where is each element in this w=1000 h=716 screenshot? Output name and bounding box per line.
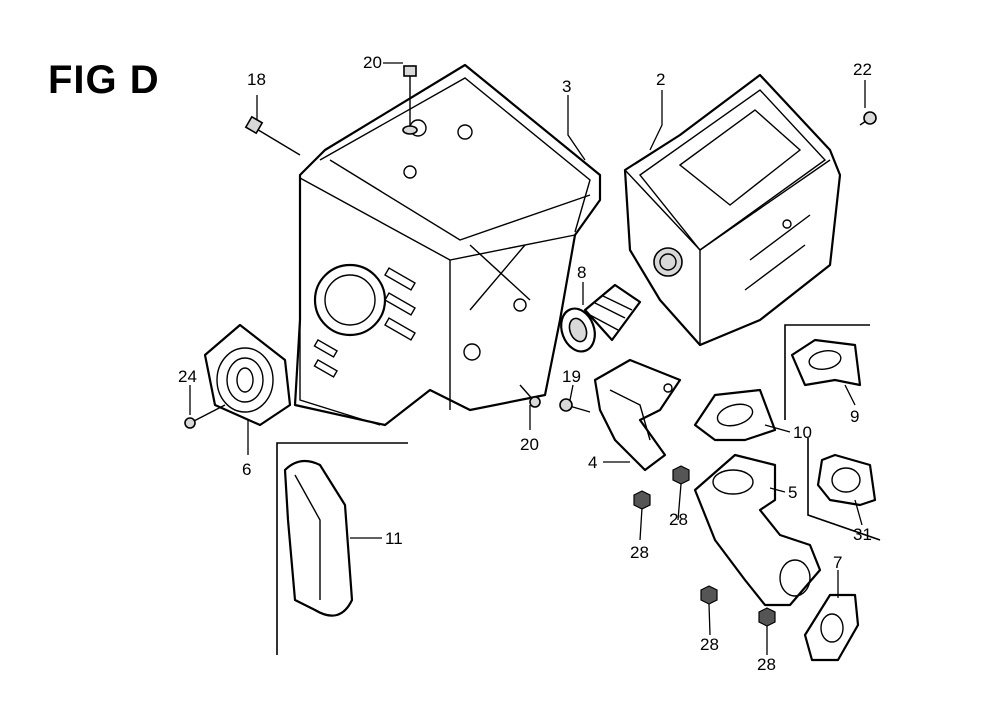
callout-labels: 18 20 3 2 22 8 24 6 20 19 4 9 10 5 31 11… bbox=[178, 53, 872, 674]
callout-28-a: 28 bbox=[630, 543, 649, 562]
callout-20-top: 20 bbox=[363, 53, 382, 72]
callout-19: 19 bbox=[562, 367, 581, 386]
bolt-part-20-right bbox=[519, 384, 541, 408]
nut-part-28-c bbox=[700, 585, 718, 605]
callout-28-c: 28 bbox=[700, 635, 719, 654]
nut-part-28-d bbox=[758, 607, 776, 627]
callout-2: 2 bbox=[656, 70, 665, 89]
gasket-part-9 bbox=[784, 324, 870, 420]
callout-18: 18 bbox=[247, 70, 266, 89]
callout-8: 8 bbox=[577, 263, 586, 282]
spark-arrester-part-8 bbox=[560, 283, 642, 353]
callout-6: 6 bbox=[242, 460, 251, 479]
callout-5: 5 bbox=[788, 483, 797, 502]
muffler-part-2 bbox=[623, 73, 842, 347]
figure-title: FIG D bbox=[48, 58, 160, 102]
callout-4: 4 bbox=[588, 453, 597, 472]
callout-28-d: 28 bbox=[757, 655, 776, 674]
callout-28-b: 28 bbox=[669, 510, 688, 529]
callout-22: 22 bbox=[853, 60, 872, 79]
gasket-part-31 bbox=[807, 438, 881, 541]
bracket-part-4 bbox=[593, 358, 682, 472]
gasket-part-10 bbox=[693, 388, 777, 442]
bolt-part-18 bbox=[244, 115, 301, 156]
bolt-part-22 bbox=[859, 111, 877, 126]
callout-11: 11 bbox=[385, 529, 403, 548]
callout-3: 3 bbox=[562, 77, 571, 96]
gasket-part-7 bbox=[803, 593, 860, 662]
fan-cover-part-3 bbox=[293, 63, 602, 427]
bolt-part-24 bbox=[184, 404, 226, 429]
callout-24: 24 bbox=[178, 367, 197, 386]
exhaust-pipe-part-5 bbox=[693, 453, 822, 607]
callout-7: 7 bbox=[833, 553, 842, 572]
callout-20-right: 20 bbox=[520, 435, 539, 454]
heat-guard-part-11 bbox=[276, 442, 408, 655]
callout-10: 10 bbox=[793, 423, 812, 442]
leader-lines bbox=[189, 62, 866, 655]
callout-31: 31 bbox=[853, 525, 872, 544]
exhaust-cover-part-6 bbox=[203, 323, 292, 427]
nut-part-28-b bbox=[672, 465, 690, 485]
bolt-part-20-top bbox=[402, 65, 418, 135]
nut-part-28-a bbox=[633, 490, 651, 510]
bolt-part-19 bbox=[559, 398, 591, 413]
callout-9: 9 bbox=[850, 407, 859, 426]
